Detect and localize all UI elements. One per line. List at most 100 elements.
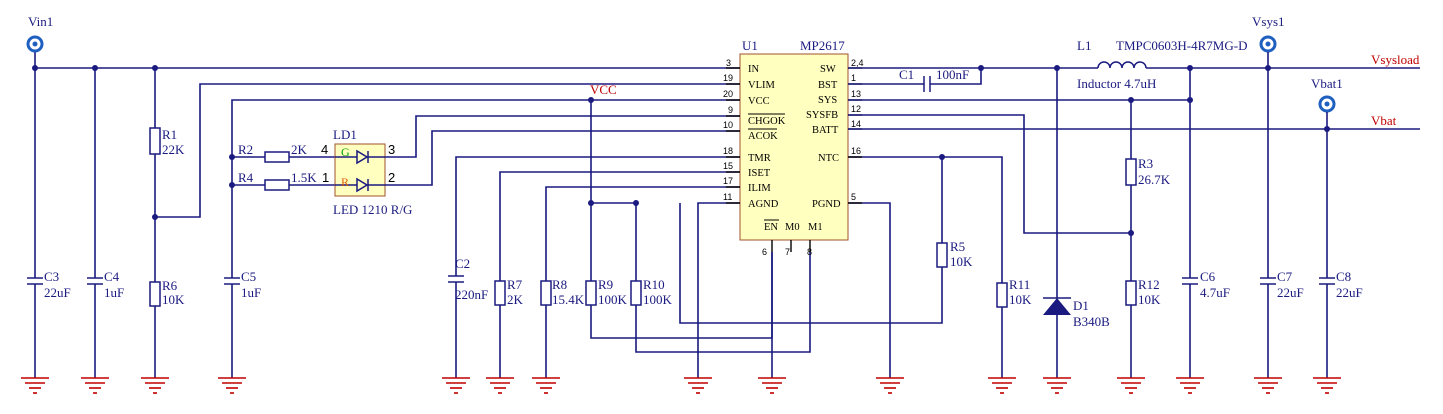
r6-resistor[interactable] xyxy=(149,281,161,378)
led-red-label: R xyxy=(341,175,349,189)
c6-ref: C6 xyxy=(1200,269,1216,284)
acok-wire xyxy=(385,130,740,186)
vsysload-net-label: Vsysload xyxy=(1371,52,1420,67)
c1-capacitor[interactable] xyxy=(848,68,982,92)
vbat-net-label: Vbat xyxy=(1371,113,1397,128)
pin-number: 1 xyxy=(851,73,856,83)
vsys1-label: Vsys1 xyxy=(1252,14,1285,29)
pin-number: 18 xyxy=(723,146,733,156)
u1-bottom-pins: EN 6 M0 7 M1 8 xyxy=(762,219,823,257)
pin-name: NTC xyxy=(818,153,839,164)
ilim-wire xyxy=(545,186,740,281)
pin-name: M1 xyxy=(808,222,823,233)
vcc-wire xyxy=(231,99,740,278)
ground-icon xyxy=(442,377,470,394)
vlim-wire xyxy=(155,83,740,218)
r12-resistor[interactable] xyxy=(1125,280,1137,378)
pin-number: 15 xyxy=(723,161,733,171)
ld1-ref: LD1 xyxy=(333,127,357,142)
r9-ref: R9 xyxy=(598,277,613,292)
u1-part: MP2617 xyxy=(800,38,845,53)
u1-right-pins: SW 2,4 BST 1 SYS 13 SYSFB 12 BATT 14 NTC… xyxy=(806,58,864,210)
pin-name: SYSFB xyxy=(806,110,838,121)
vsys1-port[interactable] xyxy=(1259,35,1277,53)
ground-icon xyxy=(1043,377,1071,394)
r7-resistor[interactable] xyxy=(494,280,506,378)
c1-value: 100nF xyxy=(936,67,969,82)
r3-value: 26.7K xyxy=(1138,172,1171,187)
r8-ref: R8 xyxy=(552,277,567,292)
r1-ref: R1 xyxy=(162,127,177,142)
pin-name: EN xyxy=(764,222,778,233)
r7-ref: R7 xyxy=(507,277,523,292)
ground-icon xyxy=(988,377,1016,394)
r12-value: 10K xyxy=(1138,292,1161,307)
ntc-wire xyxy=(848,156,943,243)
r8-resistor[interactable] xyxy=(540,280,552,378)
pin-name: ILIM xyxy=(748,183,771,194)
c7-value: 22uF xyxy=(1277,285,1304,300)
r2-value: 2K xyxy=(291,142,308,157)
pin-number: 16 xyxy=(851,146,861,156)
u1-ref: U1 xyxy=(742,38,758,53)
r4-resistor[interactable] xyxy=(232,179,335,191)
pin-name: ISET xyxy=(748,168,771,179)
pin-name: PGND xyxy=(812,199,841,210)
ground-icon xyxy=(21,377,49,394)
c2-capacitor[interactable] xyxy=(448,275,464,378)
r10-resistor[interactable] xyxy=(630,203,811,353)
r9-value: 100K xyxy=(598,292,628,307)
c6-value: 4.7uF xyxy=(1200,285,1230,300)
ground-icon xyxy=(876,377,904,394)
c3-value: 22uF xyxy=(44,285,71,300)
r4-value: 1.5K xyxy=(291,170,317,185)
pin-name: TMR xyxy=(748,153,771,164)
vin1-port[interactable] xyxy=(26,35,44,53)
ground-symbols xyxy=(21,377,1341,394)
r1-resistor[interactable] xyxy=(149,68,161,282)
r10-value: 100K xyxy=(643,292,673,307)
vcc-net-label: VCC xyxy=(590,82,617,97)
c7-ref: C7 xyxy=(1277,269,1293,284)
led-pin-3: 3 xyxy=(388,142,395,157)
r2-resistor[interactable] xyxy=(232,151,335,163)
pin-number: 19 xyxy=(723,73,733,83)
r3-resistor[interactable] xyxy=(1125,100,1137,281)
d1-diode[interactable] xyxy=(1043,68,1071,378)
pgnd-wire xyxy=(848,202,891,378)
tmr-wire xyxy=(455,156,740,276)
pin-number: 5 xyxy=(851,192,856,202)
u1-ic[interactable] xyxy=(739,53,849,241)
r11-resistor[interactable] xyxy=(996,282,1008,378)
pin-number: 6 xyxy=(762,247,767,257)
c8-capacitor[interactable] xyxy=(1319,112,1335,378)
ground-icon xyxy=(141,377,169,394)
ground-icon xyxy=(758,377,786,394)
ground-icon xyxy=(684,377,712,394)
c7-capacitor[interactable] xyxy=(1260,52,1276,378)
ld1-led[interactable] xyxy=(334,143,386,197)
c4-capacitor[interactable] xyxy=(87,68,103,378)
ground-icon xyxy=(1313,377,1341,394)
pin-name: CHGOK xyxy=(748,116,786,127)
led-pin-1: 1 xyxy=(322,170,329,185)
r5-resistor[interactable] xyxy=(679,203,948,324)
vbat1-port[interactable] xyxy=(1318,95,1336,113)
c5-value: 1uF xyxy=(241,285,261,300)
r7-value: 2K xyxy=(507,292,524,307)
c3-capacitor[interactable] xyxy=(27,68,43,378)
c8-value: 22uF xyxy=(1336,285,1363,300)
pin-number: 12 xyxy=(851,104,861,114)
d1-part: B340B xyxy=(1073,314,1110,329)
c8-ref: C8 xyxy=(1336,269,1351,284)
u1-left-pins: IN 3 VLIM 19 VCC 20 CHGOK 9 ACOK 10 TMR … xyxy=(723,58,786,210)
c5-capacitor[interactable] xyxy=(224,277,240,378)
ground-icon xyxy=(486,377,514,394)
c3-ref: C3 xyxy=(44,269,59,284)
c6-capacitor[interactable] xyxy=(1182,68,1198,378)
c1-ref: C1 xyxy=(899,67,914,82)
junction-dot xyxy=(1128,230,1134,236)
pin-number: 17 xyxy=(723,176,733,186)
ld1-part: LED 1210 R/G xyxy=(333,202,412,217)
